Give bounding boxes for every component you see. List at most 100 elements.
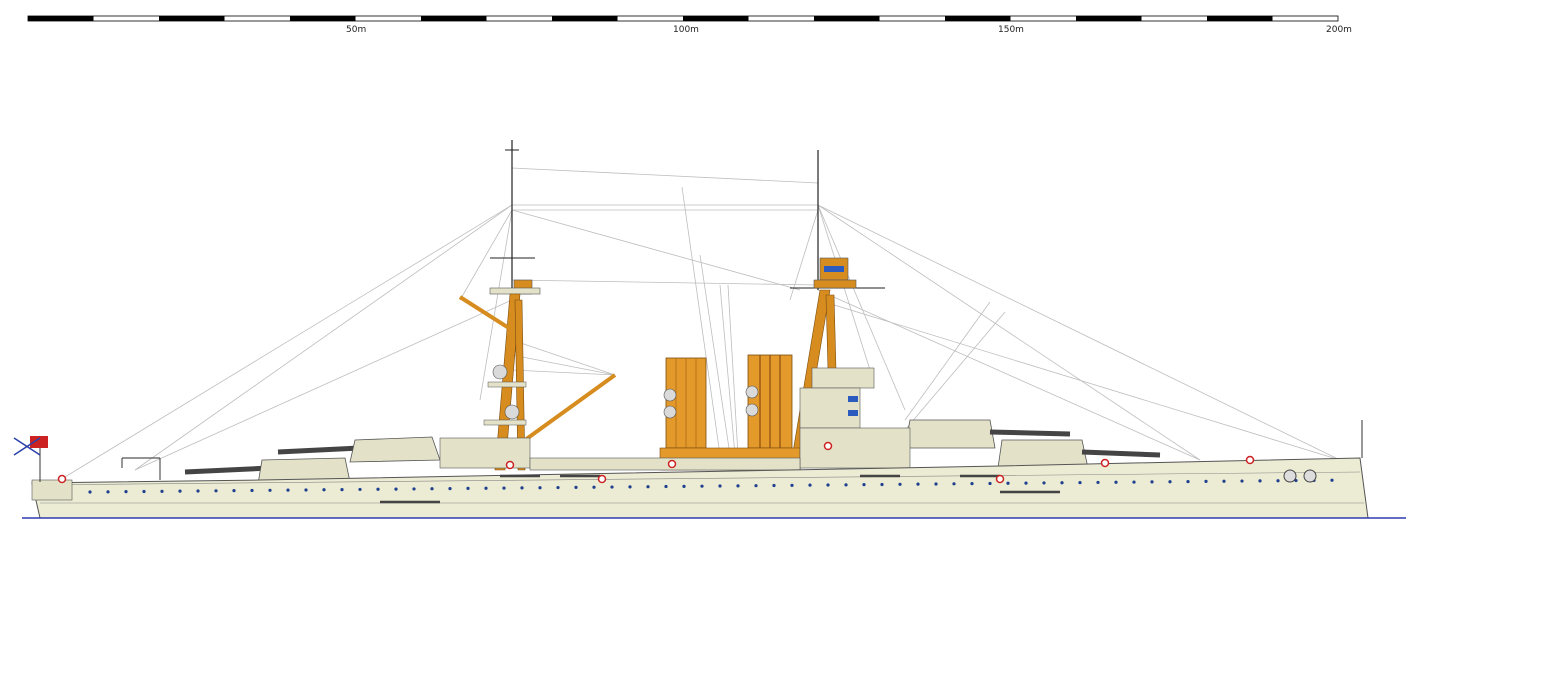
porthole — [358, 487, 362, 492]
porthole — [862, 483, 866, 487]
scale-bar-segment — [28, 16, 94, 21]
naval-ensign-icon — [13, 436, 48, 482]
amidships-deck — [529, 457, 801, 471]
porthole — [718, 484, 722, 488]
porthole — [628, 485, 632, 489]
porthole — [502, 486, 506, 490]
porthole — [538, 486, 542, 490]
porthole — [250, 488, 254, 493]
scale-bar-segment — [814, 16, 880, 21]
porthole — [322, 488, 326, 492]
porthole — [574, 485, 578, 489]
scale-bar-segments — [28, 16, 1273, 21]
scale-bar-segment — [159, 16, 225, 21]
porthole — [952, 482, 956, 486]
porthole — [790, 483, 794, 487]
deck-line — [31, 471, 1361, 486]
fore-mast — [458, 140, 617, 471]
porthole — [1204, 479, 1208, 483]
scale-bar-segment — [1207, 16, 1273, 21]
lifebuoy-icon — [823, 441, 833, 451]
porthole — [1006, 481, 1010, 485]
porthole — [934, 482, 938, 486]
porthole — [880, 482, 884, 487]
lifebuoy-icon — [505, 460, 515, 470]
porthole — [106, 490, 110, 494]
stern-cabin — [31, 479, 73, 501]
porthole — [898, 482, 902, 486]
lifebuoy-icon — [57, 474, 67, 484]
scale-bar-segment — [945, 16, 1011, 21]
porthole — [736, 484, 740, 488]
porthole — [484, 486, 488, 490]
porthole — [448, 486, 452, 491]
porthole — [1276, 479, 1280, 483]
scale-bar-segment — [290, 16, 356, 21]
scale-label-200m: 200m — [1326, 25, 1352, 35]
porthole — [340, 488, 344, 492]
porthole — [142, 489, 146, 494]
porthole — [196, 489, 200, 493]
forward-superstructure — [799, 427, 911, 469]
porthole — [682, 484, 686, 488]
porthole — [268, 488, 272, 492]
porthole-row — [88, 478, 1334, 494]
porthole — [1096, 480, 1100, 485]
porthole — [826, 483, 830, 487]
porthole — [1078, 480, 1082, 485]
porthole — [232, 489, 236, 493]
porthole — [556, 485, 560, 490]
scale-bar: 50m 100m 150m 200m — [27, 15, 1352, 35]
porthole — [412, 487, 416, 491]
porthole — [214, 489, 218, 493]
porthole — [1114, 480, 1118, 484]
porthole — [988, 481, 992, 486]
porthole — [160, 489, 164, 493]
porthole — [772, 483, 776, 488]
porthole — [664, 484, 668, 489]
lifebuoy-icon — [667, 459, 677, 469]
scale-label-150m: 150m — [998, 25, 1024, 35]
porthole — [520, 486, 524, 490]
porthole — [466, 486, 470, 491]
porthole — [610, 485, 614, 489]
porthole — [844, 483, 848, 487]
porthole — [592, 485, 596, 489]
casemate-guns — [380, 474, 1060, 504]
scale-label-50m: 50m — [346, 25, 366, 35]
porthole — [394, 487, 398, 491]
porthole — [1186, 479, 1190, 484]
porthole — [916, 482, 920, 486]
porthole — [286, 488, 290, 492]
porthole — [1330, 478, 1334, 482]
porthole — [1042, 481, 1046, 485]
porthole — [1168, 480, 1172, 484]
scale-bar-segment — [1076, 16, 1142, 21]
porthole — [376, 487, 380, 491]
aft-mast — [789, 150, 885, 471]
lifebuoy-icon — [597, 474, 607, 484]
porthole — [700, 484, 704, 488]
porthole — [1258, 479, 1262, 483]
porthole — [430, 487, 434, 491]
lifebuoy-icon — [995, 474, 1005, 484]
porthole — [754, 484, 758, 488]
porthole — [1150, 480, 1154, 484]
lifebuoy-icon — [1100, 458, 1110, 468]
aft-superstructure — [439, 437, 531, 469]
scale-label-100m: 100m — [673, 25, 699, 35]
lifebuoy-icons — [57, 441, 1255, 484]
porthole — [1060, 481, 1064, 485]
aft-superfiring-turret — [277, 436, 441, 463]
porthole — [178, 489, 182, 493]
porthole — [970, 482, 974, 486]
aft-funnel — [745, 354, 793, 449]
porthole — [1222, 479, 1226, 483]
porthole — [88, 490, 92, 494]
scale-bar-segment — [552, 16, 618, 21]
scale-bar-segment — [683, 16, 749, 21]
porthole — [1240, 479, 1244, 483]
porthole — [808, 483, 812, 487]
porthole — [646, 485, 650, 489]
